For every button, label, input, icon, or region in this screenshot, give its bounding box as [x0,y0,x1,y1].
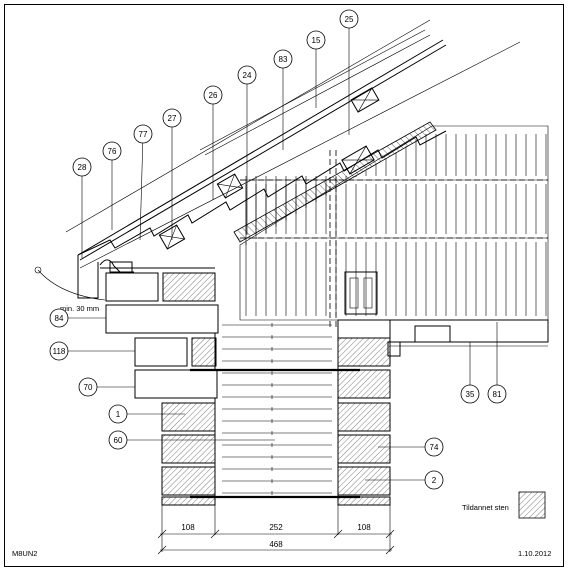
callout-84: 84 [49,308,106,328]
svg-text:27: 27 [168,114,177,123]
insulation [239,125,549,321]
callout-24: 24 [237,65,257,235]
svg-text:35: 35 [466,390,475,399]
corbel [105,272,219,399]
wall-tie [344,271,378,315]
svg-text:60: 60 [114,436,123,445]
svg-text:70: 70 [84,383,93,392]
svg-text:1: 1 [116,410,121,419]
dimension-lines: 108 252 108 468 [157,505,395,555]
inner-brick-wall [337,337,391,506]
callout-118: 118 [49,341,135,361]
svg-text:2: 2 [432,476,437,485]
dim-cavity: 252 [269,523,283,532]
battens [158,87,380,250]
inner-brick [337,337,391,367]
drawing-code: M8UN2 [12,549,37,558]
legend: Tildannet sten [462,491,546,519]
inner-brick [337,369,391,399]
legend-hatch-swatch [518,491,546,519]
callout-26: 26 [203,85,223,200]
dim-left-leaf: 108 [181,523,195,532]
svg-text:81: 81 [493,390,502,399]
svg-text:74: 74 [430,443,439,452]
svg-text:15: 15 [312,36,321,45]
svg-text:28: 28 [78,163,87,172]
rafter-underlay [199,29,437,243]
callout-2: 2 [365,470,444,490]
drawing-frame [4,4,564,567]
svg-text:26: 26 [209,91,218,100]
svg-text:118: 118 [53,347,66,356]
svg-text:83: 83 [279,55,288,64]
inner-brick [337,434,391,464]
callout-35: 35 [460,342,480,404]
legend-label: Tildannet sten [462,503,509,512]
roof-tiles [65,19,521,269]
eaves-gutter [34,255,215,301]
callout-1: 1 [108,404,185,424]
dim-right-leaf: 108 [357,523,371,532]
cavity-insulation [214,320,339,505]
callout-81: 81 [487,322,507,404]
svg-text:25: 25 [345,15,354,24]
outer-brick [161,402,216,432]
callout-74: 74 [378,437,444,457]
callout-28: 28 [72,157,92,258]
svg-text:76: 76 [108,147,117,156]
inner-brick [337,466,391,496]
callout-60: 60 [108,430,275,450]
min-clearance-note: min. 30 mm [60,304,99,313]
inner-brick [337,402,391,432]
insulation-hatch [245,134,547,316]
svg-text:77: 77 [139,130,148,139]
callout-15: 15 [306,30,326,108]
ceiling [337,319,549,357]
callout-70: 70 [78,377,135,397]
drawing-date: 1.10.2012 [518,549,551,558]
callout-27: 27 [162,108,182,240]
callouts: 25 15 83 24 26 27 77 76 28 84 118 70 1 60 74 2 35 81 [49,9,507,490]
svg-text:84: 84 [55,314,64,323]
callout-77: 77 [133,124,153,241]
callout-83: 83 [273,49,293,150]
callout-25: 25 [339,9,359,135]
outer-brick [161,466,216,496]
callout-76: 76 [102,141,122,230]
svg-text:24: 24 [243,71,252,80]
dim-total: 468 [269,540,283,549]
outer-brick-wall [161,402,216,506]
outer-brick [161,434,216,464]
